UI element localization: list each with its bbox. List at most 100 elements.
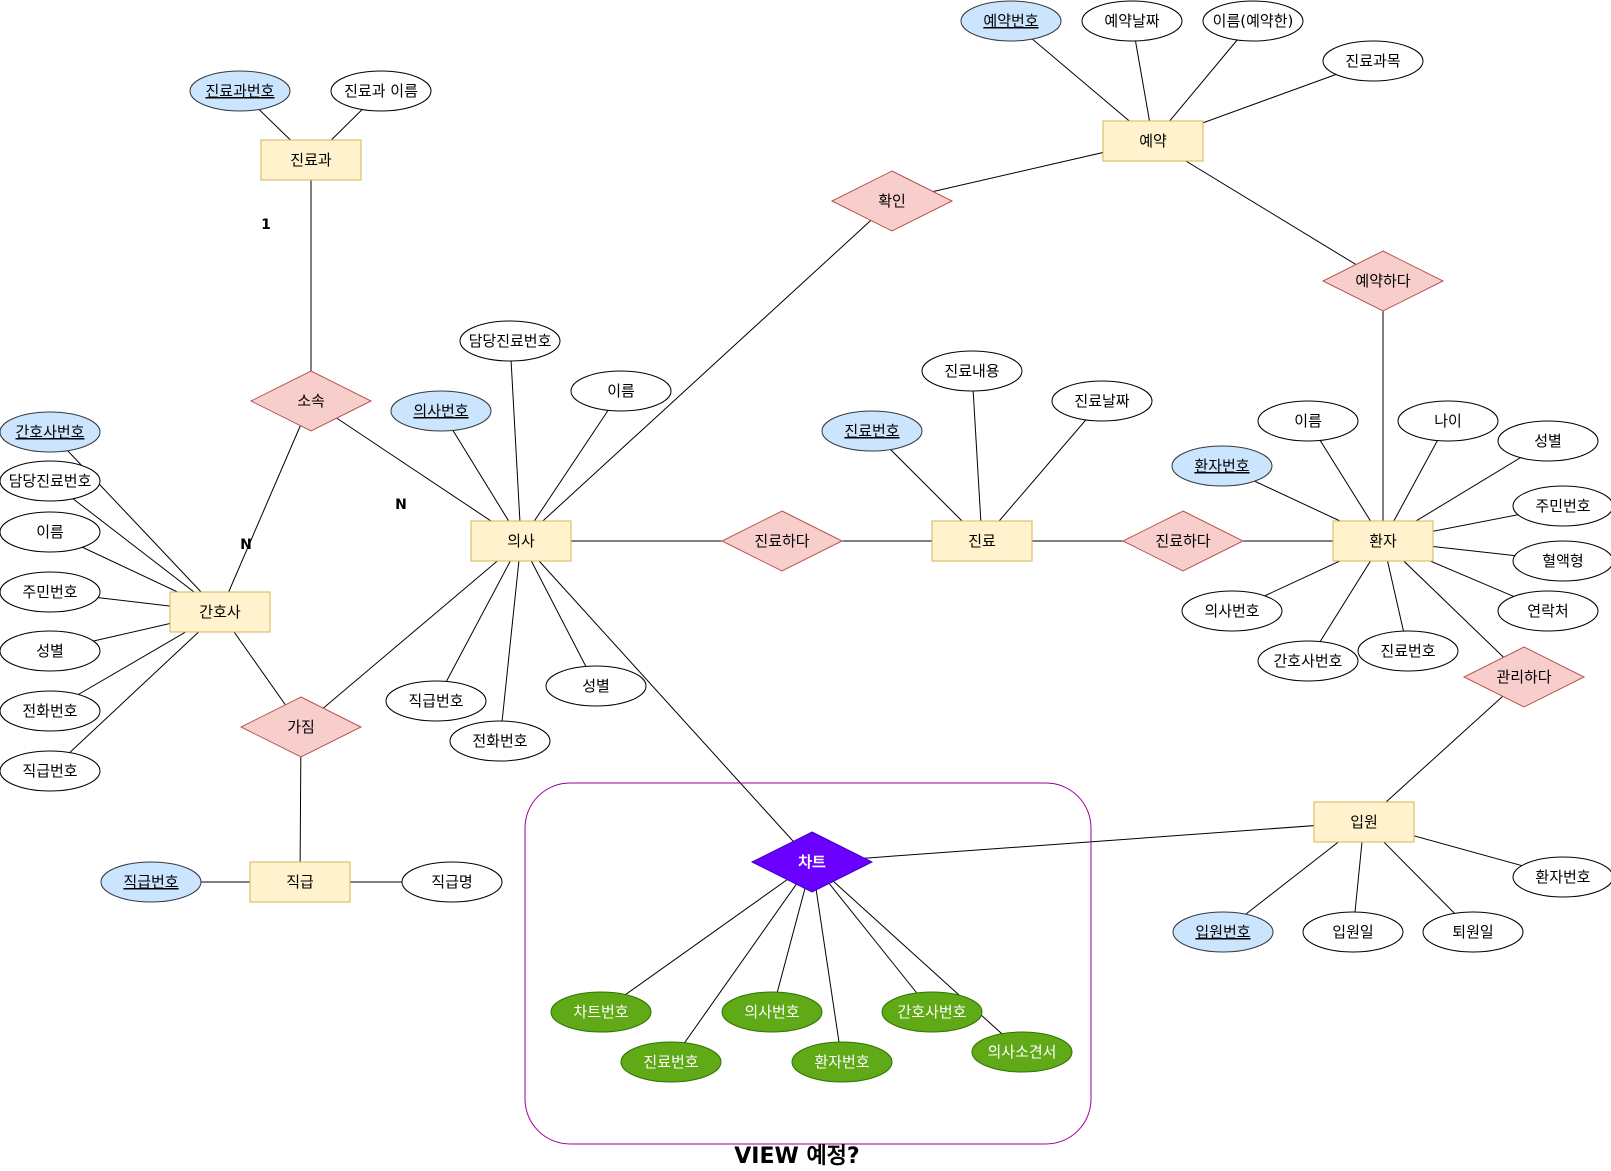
attribute-a27[interactable]: 주민번호 (1512, 485, 1611, 527)
attribute-label: 의사소견서 (987, 1043, 1056, 1061)
attribute-a3[interactable]: 예약번호 (960, 0, 1062, 42)
attribute-a25[interactable]: 성별 (1497, 420, 1599, 462)
attribute-a37[interactable]: 입원일 (1302, 911, 1404, 953)
attribute-a13[interactable]: 직급번호 (0, 750, 101, 792)
attribute-a15[interactable]: 이름 (570, 370, 672, 412)
attribute-ellipse (459, 320, 561, 362)
entity-box (1332, 520, 1434, 562)
attribute-a38[interactable]: 퇴원일 (1422, 911, 1524, 953)
attribute-a31[interactable]: 간호사번호 (1257, 640, 1359, 682)
attribute-a1[interactable]: 진료과번호 (189, 70, 291, 112)
attribute-a16[interactable]: 의사번호 (390, 390, 492, 432)
connector-manage-admit (1363, 676, 1525, 823)
attribute-ellipse (0, 750, 101, 792)
attribute-a34[interactable]: 직급명 (401, 861, 503, 903)
attribute-a24[interactable]: 나이 (1397, 400, 1499, 442)
relation-chart[interactable]: 차트 (750, 831, 874, 893)
attribute-a28[interactable]: 혈액형 (1512, 540, 1611, 582)
entity-nurse[interactable]: 간호사 (169, 591, 271, 633)
attribute-ellipse (1257, 640, 1359, 682)
attribute-label: 간호사번호 (1273, 652, 1342, 670)
attribute-a14[interactable]: 담당진료번호 (459, 320, 561, 362)
attribute-a33[interactable]: 직급번호 (100, 861, 202, 903)
relation-label: 진료하다 (754, 532, 809, 550)
attribute-a11[interactable]: 성별 (0, 630, 101, 672)
relation-treatDo1[interactable]: 진료하다 (720, 510, 844, 572)
relation-reserveDo[interactable]: 예약하다 (1321, 250, 1445, 312)
attribute-ellipse (1202, 0, 1304, 42)
connector-doctor-chart (520, 540, 813, 863)
key-attribute-label: 직급번호 (123, 873, 178, 891)
attribute-label: 퇴원일 (1452, 923, 1493, 941)
attribute-a35[interactable]: 환자번호 (1512, 856, 1611, 898)
entity-patient[interactable]: 환자 (1332, 520, 1434, 562)
entity-doctor[interactable]: 의사 (470, 520, 572, 562)
attribute-a9[interactable]: 이름 (0, 511, 101, 553)
relation-label: 진료하다 (1155, 532, 1210, 550)
attribute-label: 차트번호 (573, 1003, 628, 1021)
entity-label: 진료과 (290, 151, 332, 169)
attribute-label: 주민번호 (1535, 497, 1590, 515)
attribute-ellipse (0, 511, 101, 553)
relation-have[interactable]: 가짐 (239, 696, 363, 758)
attribute-a21[interactable]: 진료날짜 (1051, 380, 1153, 422)
attribute-ellipse (1397, 400, 1499, 442)
attribute-a8[interactable]: 담당진료번호 (0, 460, 101, 502)
attribute-c3[interactable]: 의사번호 (721, 991, 823, 1033)
attribute-a10[interactable]: 주민번호 (0, 571, 101, 613)
attribute-label: 환자번호 (1535, 868, 1590, 886)
attribute-a32[interactable]: 진료번호 (1357, 630, 1459, 672)
attribute-a36[interactable]: 입원번호 (1172, 911, 1274, 953)
attribute-a7[interactable]: 간호사번호 (0, 411, 101, 453)
relation-diamond (1462, 646, 1586, 708)
entity-treat[interactable]: 진료 (931, 520, 1033, 562)
attribute-a12[interactable]: 전화번호 (0, 690, 101, 732)
attribute-c4[interactable]: 환자번호 (791, 1041, 893, 1083)
attribute-ellipse (0, 460, 101, 502)
attribute-c1[interactable]: 차트번호 (550, 991, 652, 1033)
relation-confirm[interactable]: 확인 (830, 170, 954, 232)
entity-label: 의사 (507, 532, 535, 550)
connector-have-doctor (300, 540, 522, 728)
attribute-ellipse (1422, 911, 1524, 953)
attribute-a22[interactable]: 진료번호 (821, 410, 923, 452)
attribute-a20[interactable]: 진료내용 (921, 350, 1023, 392)
entity-rank[interactable]: 직급 (249, 861, 351, 903)
entity-dept[interactable]: 진료과 (260, 139, 362, 181)
entity-reserve[interactable]: 예약 (1102, 120, 1204, 162)
attribute-ellipse (1512, 485, 1611, 527)
connector-a15-doctor (520, 390, 622, 542)
attribute-label: 진료날짜 (1074, 392, 1129, 410)
relation-label: 소속 (297, 392, 325, 410)
attribute-label: 연락처 (1527, 602, 1568, 620)
key-attribute-label: 의사번호 (413, 402, 468, 420)
relation-label: 가짐 (287, 718, 315, 736)
attribute-a5[interactable]: 이름(예약한) (1202, 0, 1304, 42)
entity-admit[interactable]: 입원 (1313, 801, 1415, 843)
entity-box (1102, 120, 1204, 162)
attribute-a2[interactable]: 진료과 이름 (330, 70, 432, 112)
attribute-label: 직급명 (431, 873, 472, 891)
attribute-a26[interactable]: 환자번호 (1171, 445, 1273, 487)
attribute-ellipse (550, 991, 652, 1033)
attribute-a6[interactable]: 진료과목 (1322, 40, 1424, 82)
attribute-label: 주민번호 (22, 583, 77, 601)
key-attribute-label: 진료번호 (844, 422, 899, 440)
attribute-c2[interactable]: 진료번호 (620, 1041, 722, 1083)
attribute-c5[interactable]: 간호사번호 (881, 991, 983, 1033)
attribute-c6[interactable]: 의사소견서 (971, 1031, 1073, 1073)
attribute-a4[interactable]: 예약날짜 (1081, 0, 1183, 42)
attribute-a30[interactable]: 의사번호 (1181, 590, 1283, 632)
attribute-a23[interactable]: 이름 (1257, 400, 1359, 442)
attribute-a29[interactable]: 연락처 (1497, 590, 1599, 632)
attribute-label: 진료번호 (1380, 642, 1435, 660)
attribute-a17[interactable]: 직급번호 (385, 680, 487, 722)
attribute-a19[interactable]: 성별 (545, 665, 647, 707)
connector-chart-c4 (811, 861, 843, 1063)
relation-manage[interactable]: 관리하다 (1462, 646, 1586, 708)
entity-label: 입원 (1350, 813, 1378, 831)
relation-treatDo2[interactable]: 진료하다 (1121, 510, 1245, 572)
view-note: VIEW 예정? (734, 1144, 859, 1169)
relation-belong[interactable]: 소속 (249, 370, 373, 432)
attribute-a18[interactable]: 전화번호 (449, 720, 551, 762)
